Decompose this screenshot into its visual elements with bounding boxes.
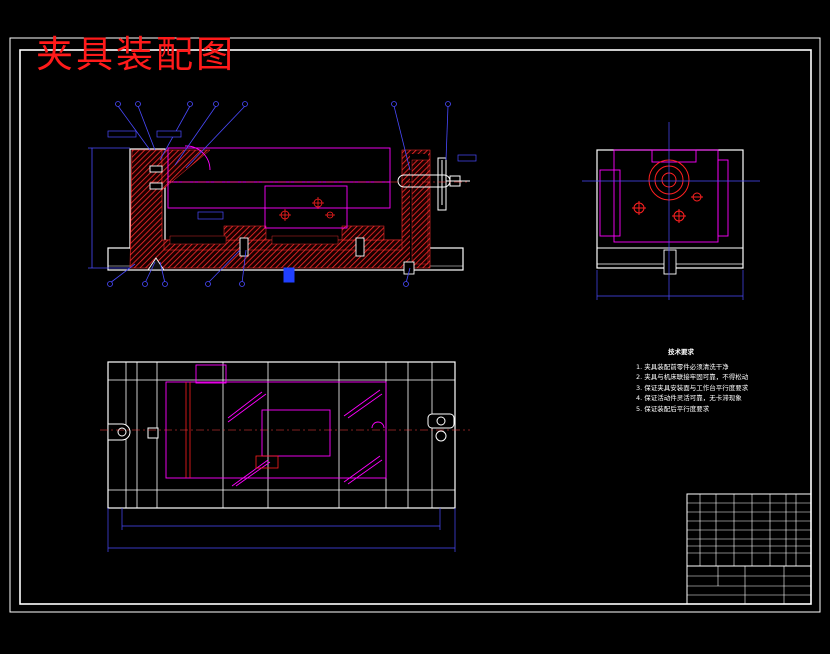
technical-requirements: 技术要求 1. 夹具装配前零件必须清洗干净 2. 夹具与机床联接牢固可靠，不得松… (636, 347, 748, 415)
tech-note-3: 3. 保证夹具安装面与工作台平行度要求 (636, 383, 749, 392)
tech-note-2: 2. 夹具与机床联接牢固可靠，不得松动 (636, 373, 749, 382)
front-section-view (88, 101, 477, 287)
outer-border (9, 37, 821, 613)
tech-note-4: 4. 保证活动件灵活可靠，无卡滞现象 (636, 394, 742, 403)
clamp-screw (397, 157, 470, 211)
top-view (100, 361, 470, 552)
section-hatch (129, 149, 431, 269)
inner-border (19, 49, 812, 605)
side-view (582, 122, 760, 300)
tech-note-1: 1. 夹具装配前零件必须清洗干净 (636, 362, 729, 371)
tech-requirements-heading: 技术要求 (668, 348, 694, 356)
title-block (686, 493, 812, 605)
tech-note-5: 5. 保证装配后平行度要求 (636, 404, 710, 413)
drawing-title: 夹具装配图 (36, 33, 236, 76)
